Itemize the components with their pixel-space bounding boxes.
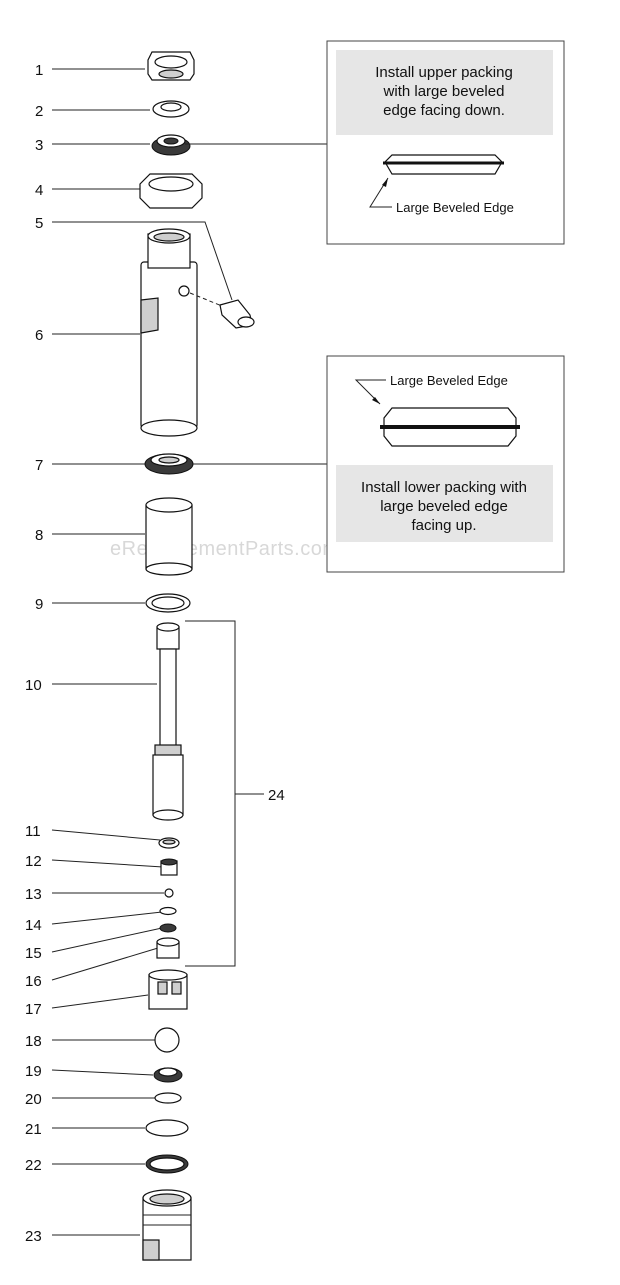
part-8-sleeve xyxy=(145,497,193,576)
label-21: 21 xyxy=(25,1121,42,1138)
upper-note-line-3: edge facing down. xyxy=(383,102,505,119)
part-12-seat xyxy=(160,858,178,876)
part-6-pump-cylinder xyxy=(140,228,198,437)
watermark: eReplacementParts.com xyxy=(110,538,339,560)
upper-callout-label: Large Beveled Edge xyxy=(396,200,514,215)
label-9: 9 xyxy=(35,596,43,613)
lower-callout-label: Large Beveled Edge xyxy=(390,373,508,388)
label-7: 7 xyxy=(35,457,43,474)
label-16: 16 xyxy=(25,973,42,990)
lower-packing-note-box: Large Beveled Edge Install lower packing… xyxy=(192,355,565,573)
part-2-washer xyxy=(152,100,190,118)
label-15: 15 xyxy=(25,945,42,962)
label-5: 5 xyxy=(35,215,43,232)
part-15-seal xyxy=(159,923,177,933)
part-labels: 1 2 3 4 5 6 7 8 9 10 11 12 13 14 15 16 1… xyxy=(25,62,285,1245)
lower-note-line-1: Install lower packing with xyxy=(361,479,527,496)
part-19-seat xyxy=(153,1067,183,1083)
part-7-lower-packing xyxy=(144,453,194,475)
label-6: 6 xyxy=(35,327,43,344)
part-17-ball-guide xyxy=(148,969,188,1010)
part-5-fitting xyxy=(189,292,255,329)
lower-note-line-2: large beveled edge xyxy=(380,498,508,515)
upper-packing-illustration xyxy=(383,154,504,175)
label-20: 20 xyxy=(25,1091,42,1108)
label-12: 12 xyxy=(25,853,42,870)
label-10: 10 xyxy=(25,677,42,694)
part-10-displacement-rod xyxy=(152,622,184,821)
part-16-piston-valve xyxy=(156,937,180,959)
label-17: 17 xyxy=(25,1001,42,1018)
part-20-o-ring xyxy=(154,1092,182,1104)
label-1: 1 xyxy=(35,62,43,79)
label-22: 22 xyxy=(25,1157,42,1174)
part-18-intake-ball xyxy=(154,1027,180,1053)
label-11: 11 xyxy=(25,823,41,840)
label-23: 23 xyxy=(25,1228,42,1245)
lower-note-line-3: facing up. xyxy=(411,517,476,534)
part-21-gasket xyxy=(145,1119,189,1137)
upper-packing-note-box: Install upper packing with large beveled… xyxy=(185,40,565,245)
upper-note-line-2: with large beveled xyxy=(383,83,505,100)
label-8: 8 xyxy=(35,527,43,544)
part-1-packing-nut xyxy=(147,51,195,81)
part-11-washer xyxy=(158,837,180,849)
label-3: 3 xyxy=(35,137,43,154)
label-24: 24 xyxy=(268,787,285,804)
label-2: 2 xyxy=(35,103,43,120)
lower-packing-illustration xyxy=(380,407,520,447)
part-3-upper-packing xyxy=(151,134,191,156)
upper-note-line-1: Install upper packing xyxy=(375,64,513,81)
part-14-o-ring xyxy=(159,906,177,916)
part-22-o-ring xyxy=(145,1154,189,1174)
label-19: 19 xyxy=(25,1063,42,1080)
label-4: 4 xyxy=(35,182,43,199)
label-14: 14 xyxy=(25,917,42,934)
part-23-foot-valve-housing xyxy=(142,1189,192,1261)
part-4-jam-nut xyxy=(139,173,203,209)
part-9-o-ring xyxy=(145,593,191,613)
label-18: 18 xyxy=(25,1033,42,1050)
label-13: 13 xyxy=(25,886,42,903)
part-13-ball xyxy=(164,888,174,898)
